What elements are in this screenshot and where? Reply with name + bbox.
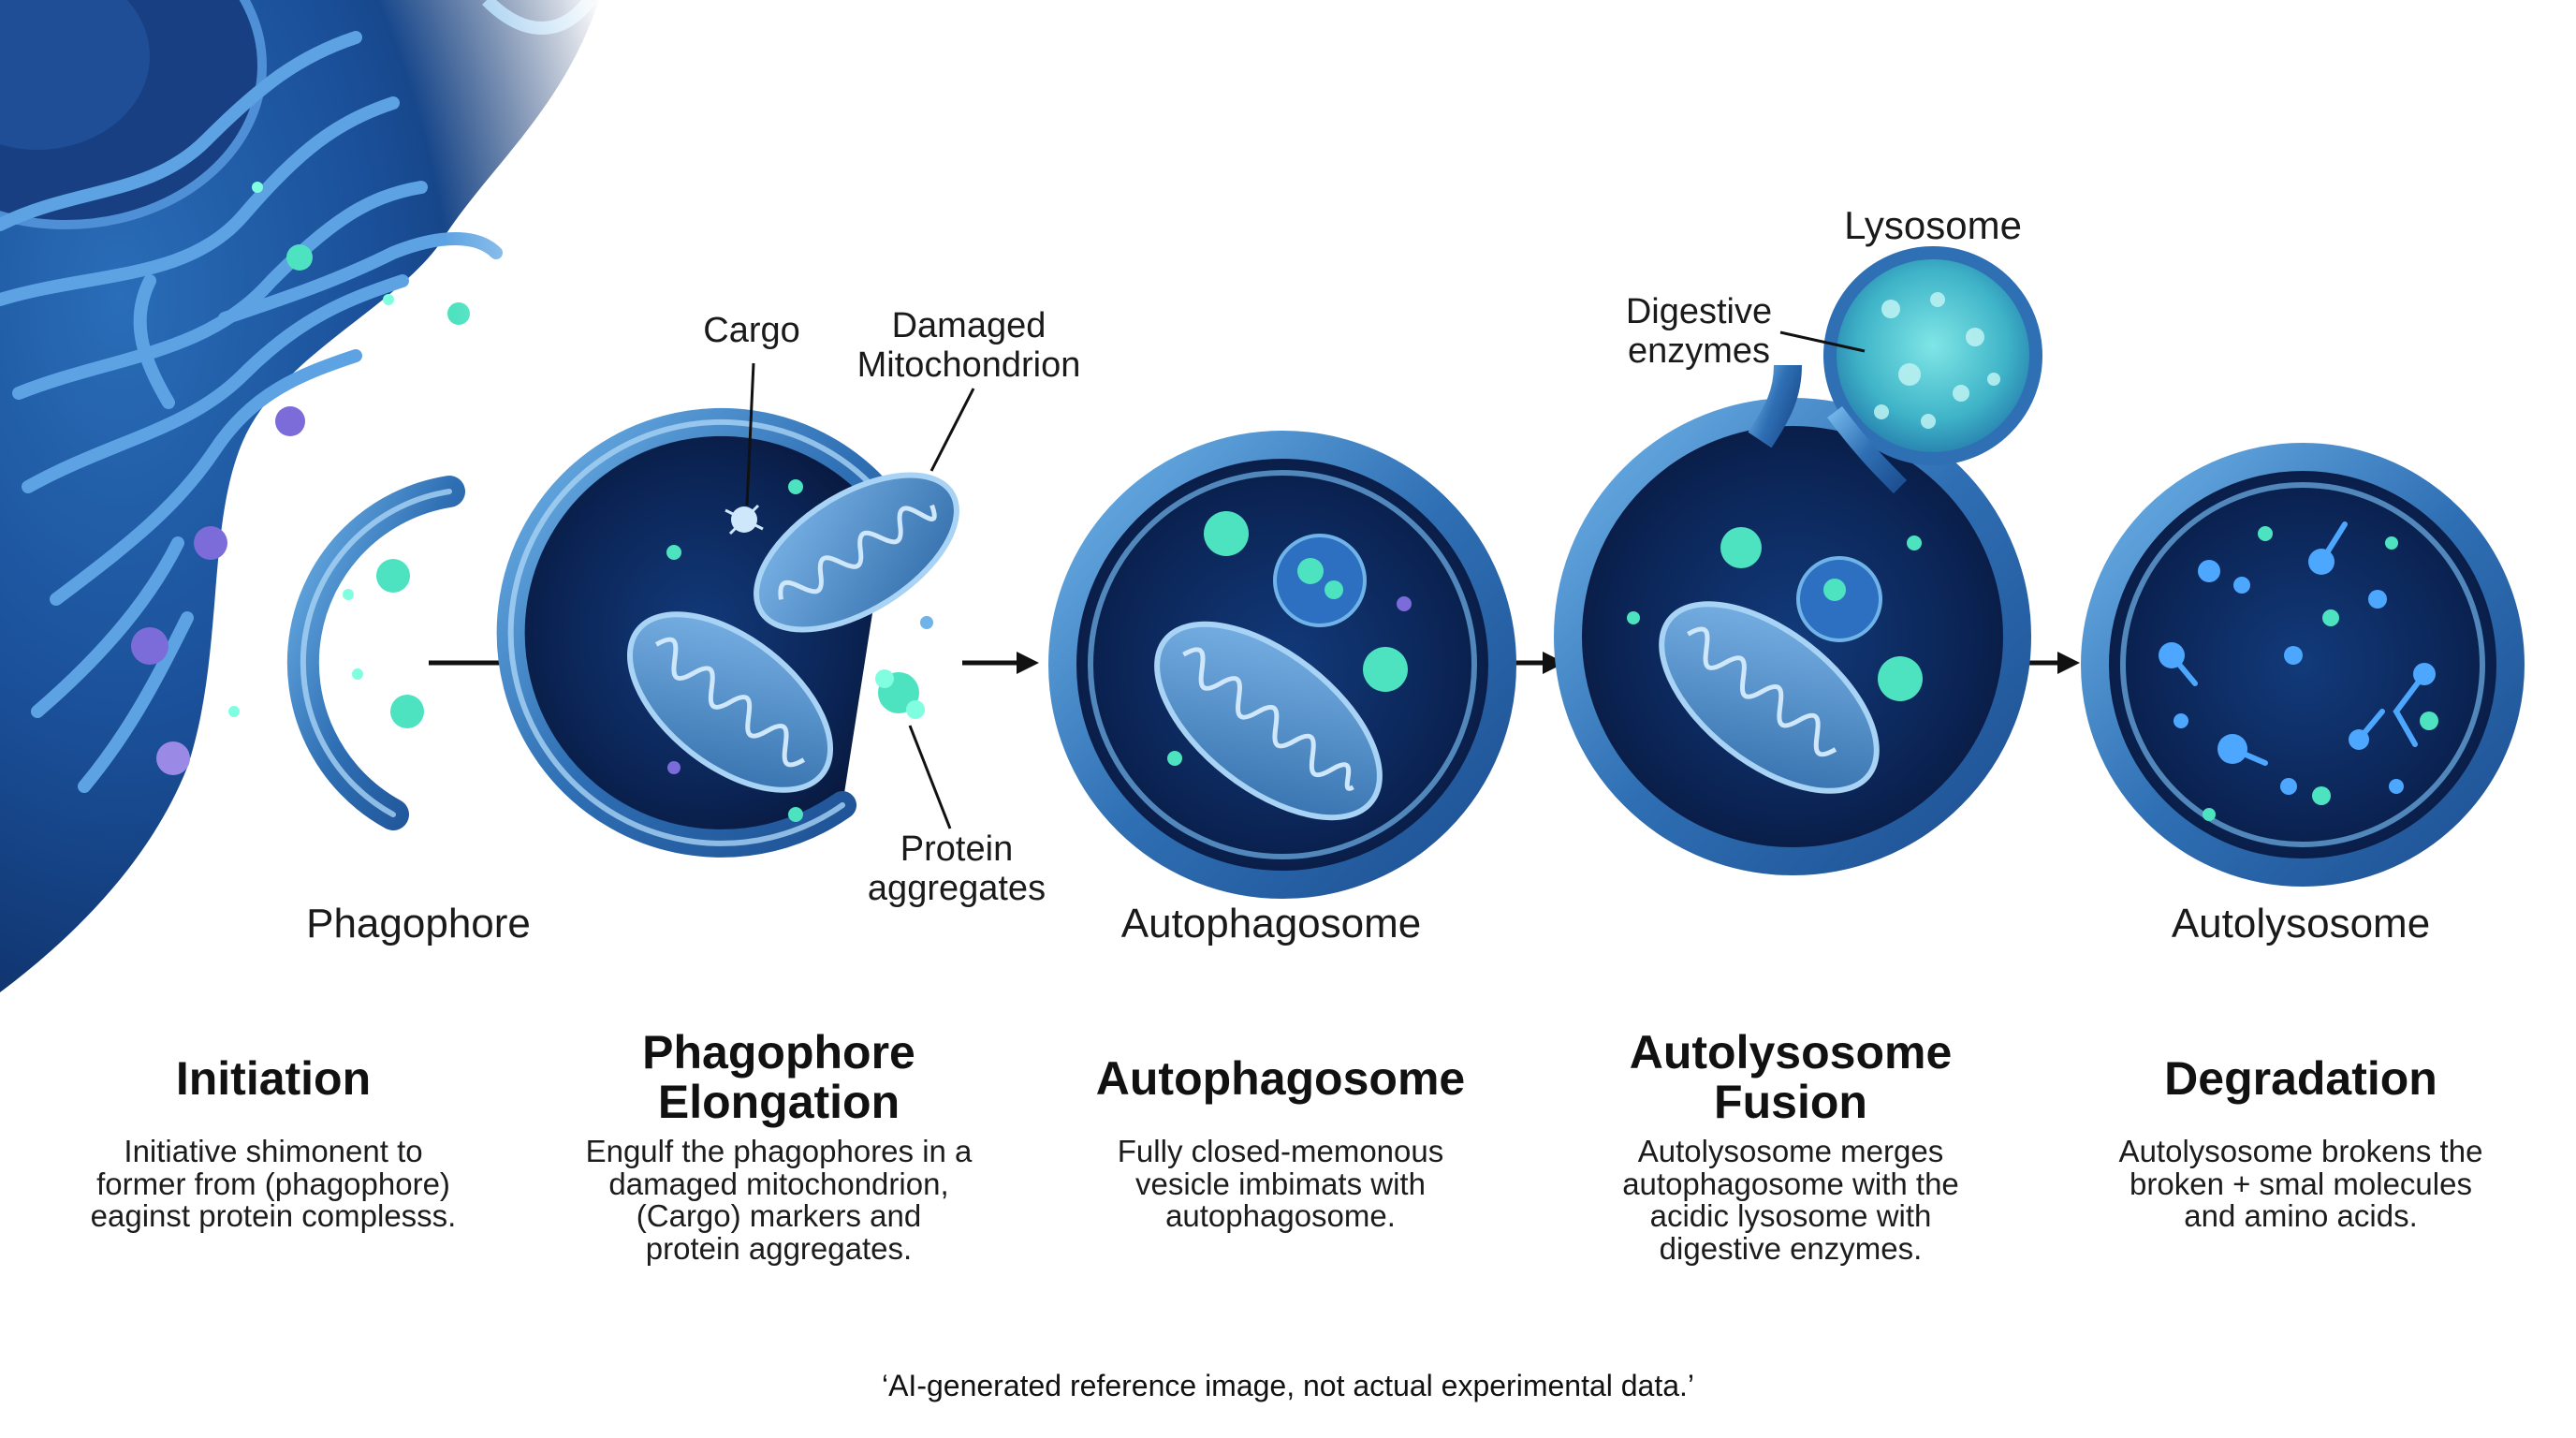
- disclaimer-footnote: ‘AI-generated reference image, not actua…: [881, 1369, 1695, 1402]
- elongation-illustration: [496, 407, 959, 858]
- autolysosome-illustration: [2081, 443, 2525, 887]
- stage-description-autophagosome: Fully closed-memonous vesicle imbimats w…: [1117, 1134, 1444, 1234]
- autophagosome-label: Autophagosome: [1120, 901, 1422, 946]
- stage-title-degradation: Degradation: [2164, 1052, 2437, 1105]
- stage-description-fusion: Autolysosome merges autophagosome with t…: [1622, 1134, 1959, 1266]
- arrow-2: [962, 652, 1039, 674]
- digestive-enzymes-label: Digestive enzymes: [1625, 292, 1773, 371]
- autophagosome-illustration: [1048, 431, 1516, 899]
- stage-title-initiation: Initiation: [175, 1052, 372, 1105]
- stage-title-autophagosome: Autophagosome: [1095, 1052, 1466, 1105]
- stage-title-fusion: Autolysosome Fusion: [1629, 1026, 1953, 1128]
- cargo-marker: [724, 504, 764, 536]
- mitochondrion: [626, 611, 834, 793]
- stage-description-elongation: Engulf the phagophores in a damaged mito…: [585, 1134, 973, 1266]
- lysosome-label: Lysosome: [1844, 203, 2022, 247]
- lysosome: [1823, 246, 2042, 465]
- callout-lines-elongation: [745, 362, 975, 829]
- damaged-mitochondrion-label: Damaged Mitochondrion: [856, 306, 1081, 385]
- stage-title-elongation: Phagophore Elongation: [642, 1026, 915, 1128]
- stage-description-degradation: Autolysosome brokens the broken + smal m…: [2118, 1134, 2483, 1234]
- protein-aggregate: [875, 669, 925, 719]
- fusion-illustration: [1554, 246, 2042, 875]
- protein-aggregates-label: Protein aggregates: [867, 829, 1046, 908]
- phagophore-label: Phagophore: [306, 901, 531, 946]
- phagophore-illustration: [286, 476, 465, 830]
- autolysosome-label: Autolysosome: [2171, 901, 2431, 946]
- cargo-label: Cargo: [703, 311, 800, 350]
- stage-description-initiation: Initiative shimonent to former from (pha…: [90, 1134, 457, 1234]
- damaged-mitochondrion: [754, 472, 959, 633]
- callout-line-enzymes: [1779, 330, 1866, 353]
